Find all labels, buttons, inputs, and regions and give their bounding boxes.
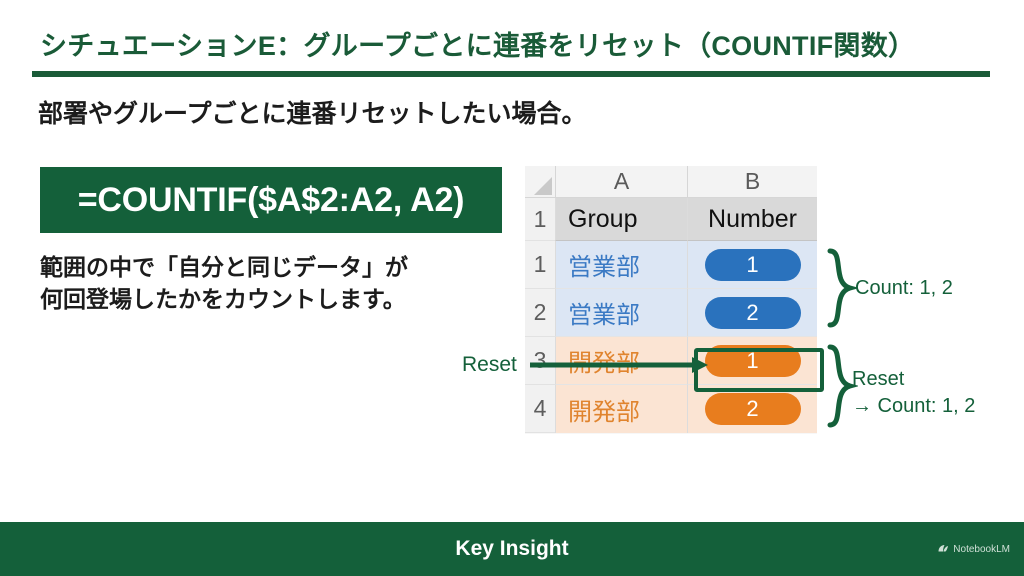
cell-b1-number-header: Number bbox=[687, 198, 817, 241]
footer-bar: Key Insight NotebookLM bbox=[0, 522, 1024, 576]
spreadsheet: A B 1 Group Number 1 営業部 1 2 営業部 2 3 開発部… bbox=[525, 166, 817, 434]
select-all-corner-icon[interactable] bbox=[525, 166, 555, 198]
spreadsheet-grid: A B 1 Group Number 1 営業部 1 2 営業部 2 3 開発部… bbox=[525, 166, 817, 433]
annotation-reset-line-1: Reset bbox=[852, 368, 905, 390]
notebooklm-watermark: NotebookLM bbox=[937, 543, 1010, 555]
row-header-3[interactable]: 2 bbox=[525, 289, 555, 337]
row-header-5[interactable]: 4 bbox=[525, 385, 555, 433]
description-text: 範囲の中で「自分と同じデータ」が 何回登場したかをカウントします。 bbox=[40, 252, 408, 315]
reset-arrow-icon bbox=[530, 357, 708, 373]
description-line-1: 範囲の中で「自分と同じデータ」が bbox=[40, 254, 408, 280]
cell-b3-number: 2 bbox=[687, 289, 817, 337]
number-pill: 1 bbox=[704, 344, 801, 377]
watermark-label: NotebookLM bbox=[953, 543, 1010, 555]
annotation-reset-bottom: Reset → Count: 1, 2 bbox=[852, 366, 975, 420]
cell-a1-group-header: Group bbox=[555, 198, 687, 241]
number-pill: 2 bbox=[704, 296, 801, 329]
description-line-2: 何回登場したかをカウントします。 bbox=[40, 285, 406, 312]
brace-top-icon bbox=[827, 248, 858, 328]
annotation-reset-line-2: → Count: 1, 2 bbox=[852, 395, 976, 417]
cell-b2-number: 1 bbox=[687, 241, 817, 289]
formula-text: =COUNTIF($A$2:A2, A2) bbox=[77, 180, 465, 219]
cell-a5-group: 開発部 bbox=[555, 385, 687, 433]
column-header-a[interactable]: A bbox=[555, 166, 687, 198]
cell-a3-group: 営業部 bbox=[555, 289, 687, 337]
title-underline-rule bbox=[32, 71, 990, 77]
footer-title: Key Insight bbox=[455, 537, 569, 560]
cell-b5-number: 2 bbox=[687, 385, 817, 433]
notebooklm-logo-icon bbox=[938, 545, 949, 552]
subtitle: 部署やグループごとに連番リセットしたい場合。 bbox=[38, 100, 587, 128]
annotation-count-top: Count: 1, 2 bbox=[855, 277, 953, 299]
cell-a2-group: 営業部 bbox=[555, 241, 687, 289]
column-header-b[interactable]: B bbox=[687, 166, 817, 198]
page-title: シチュエーションE：グループごとに連番をリセット（COUNTIF関数） bbox=[40, 31, 916, 61]
brace-bottom-icon bbox=[827, 344, 858, 428]
reset-arrow-label: Reset bbox=[462, 353, 517, 376]
number-pill: 1 bbox=[704, 248, 801, 281]
formula-box: =COUNTIF($A$2:A2, A2) bbox=[40, 167, 502, 233]
row-header-2[interactable]: 1 bbox=[525, 241, 555, 289]
number-pill: 2 bbox=[704, 393, 801, 425]
row-header-1[interactable]: 1 bbox=[525, 198, 555, 241]
